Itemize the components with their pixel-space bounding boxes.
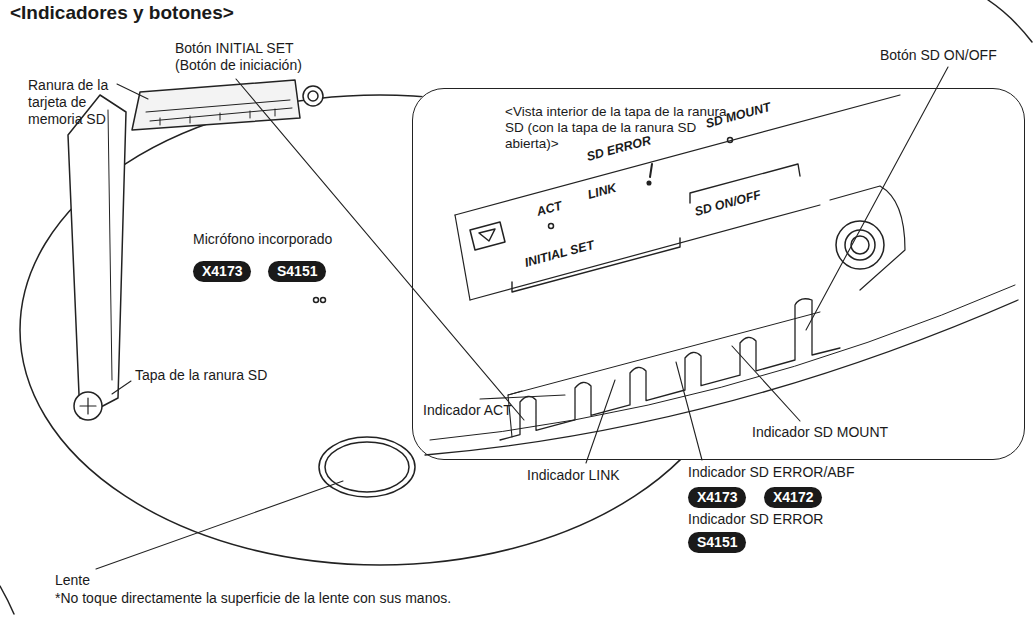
part-label: Micrófono incorporado — [193, 231, 332, 248]
part-label: Lente — [55, 572, 90, 589]
part-label: Indicador SD MOUNT — [752, 424, 888, 441]
caution-note: *No toque directamente la superficie de … — [55, 590, 451, 607]
diagram-title: <Indicadores y botones> — [10, 2, 234, 24]
part-label: Indicador LINK — [527, 467, 620, 484]
model-badge: X4173 — [688, 487, 746, 508]
part-label: Botón SD ON/OFF — [880, 47, 997, 64]
model-badge: S4151 — [268, 261, 326, 282]
part-label: Indicador SD ERROR/ABF — [688, 464, 855, 481]
model-badge: X4172 — [764, 487, 822, 508]
part-label: Indicador ACT — [423, 402, 512, 419]
inset-view-frame: <Vista interior de la tapa de la ranura … — [412, 88, 1025, 460]
part-label: Tapa de la ranura SD — [135, 367, 267, 384]
model-badge: X4173 — [193, 261, 251, 282]
model-badge-text: X4173 — [202, 263, 242, 279]
part-label: Botón INITIAL SET (Botón de iniciación) — [175, 40, 327, 74]
model-badge: S4151 — [688, 532, 746, 553]
model-badge-text: X4172 — [773, 489, 813, 505]
inset-caption: <Vista interior de la tapa de la ranura … — [505, 104, 745, 152]
model-badge-text: S4151 — [277, 263, 317, 279]
part-label: Ranura de la tarjeta de memoria SD — [28, 77, 120, 128]
model-badge-text: S4151 — [697, 534, 737, 550]
part-label: Indicador SD ERROR — [688, 511, 823, 528]
model-badge-text: X4173 — [697, 489, 737, 505]
